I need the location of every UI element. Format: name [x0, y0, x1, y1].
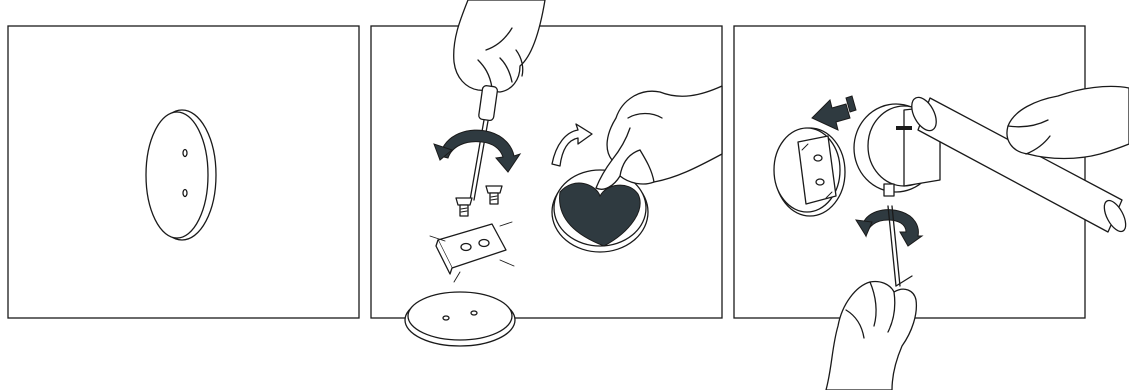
set-screw: [884, 184, 894, 196]
base-disc: [405, 292, 515, 346]
step-3-panel: [734, 26, 1129, 390]
logo-plate: [896, 126, 912, 130]
wall-disc: [146, 110, 216, 240]
mounted-disc-with-bracket: [774, 128, 845, 216]
disc-hole-bottom: [183, 190, 187, 197]
disc-hole-top: [183, 150, 187, 157]
step-1-panel: [8, 26, 359, 318]
step-2-panel: [371, 0, 722, 346]
